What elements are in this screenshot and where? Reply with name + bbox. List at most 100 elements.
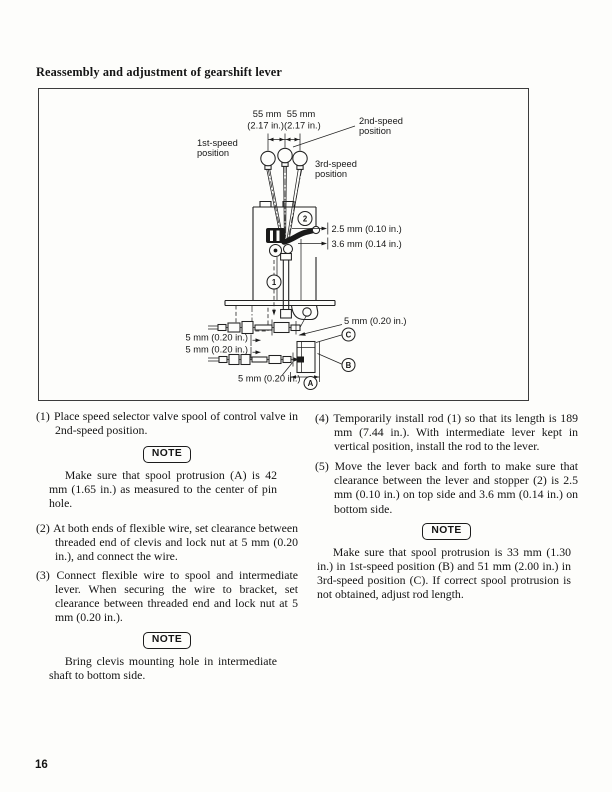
knob-2nd [277, 147, 293, 164]
wire-segment [268, 354, 282, 365]
pivot-slot [276, 230, 280, 241]
valve-housing [252, 200, 321, 301]
dim-5-left1-label: 5 mm (0.20 in.) [185, 333, 248, 343]
callout-c-pointer [315, 334, 342, 343]
gearshift-diagram: 55 mm 55 mm (2.17 in.)(2.17 in.) 1st-spe… [185, 109, 407, 391]
wire-segment [227, 322, 241, 333]
pivot-slot [270, 230, 273, 241]
note-3-text: Make sure that spool protrusion is 33 mm… [317, 544, 571, 602]
callout-1-number: 1 [272, 278, 277, 287]
callout-b-letter: B [346, 361, 352, 370]
dim-arrow [286, 137, 291, 142]
callout-2-badge [297, 210, 313, 227]
wire-segment [218, 355, 228, 364]
shaft-1st [266, 169, 284, 239]
first-speed-label: 1st-speed [197, 138, 238, 148]
dim-36-line [298, 237, 329, 250]
note-1-text: Make sure that spool protrusion (A) is 4… [49, 468, 277, 511]
gearshift-figure: 55 mm 55 mm (2.17 in.)(2.17 in.) 1st-spe… [38, 88, 529, 401]
dim-5-left2-arrow [255, 350, 261, 355]
spool-arrow [293, 357, 299, 362]
step-3-number: (3) [36, 567, 50, 582]
note-3-badge: NOTE [422, 522, 471, 540]
wire-clevis [282, 355, 292, 364]
step-4: (4) Temporarily install rod (1) so that … [315, 411, 578, 453]
clearance-dimensions: 2.5 mm (0.10 in.) 3.6 mm (0.14 in.) [292, 222, 402, 250]
clearance-labels: 5 mm (0.20 in.) 5 mm (0.20 in.) 5 mm (0.… [185, 316, 406, 384]
step-1: (1) Place speed selector valve spool of … [36, 409, 298, 437]
note-1-label: NOTE [151, 448, 183, 460]
step-1-number: (1) [36, 409, 50, 423]
arm-pin [311, 225, 321, 235]
page-title: Reassembly and adjustment of gearshift l… [36, 65, 283, 79]
rod-upper-joint [282, 243, 294, 255]
housing-outline [252, 206, 317, 301]
spool-ring-center [273, 248, 278, 253]
callout-1-arrow [272, 309, 276, 316]
wire-thread [254, 324, 273, 331]
note-2-text: Bring clevis mounting hole in intermedia… [49, 654, 277, 683]
dim-25-line [292, 222, 329, 235]
clearance-ticks [271, 319, 297, 336]
gearshift-levers [260, 147, 308, 240]
left-column: (1) Place speed selector valve spool of … [36, 409, 298, 683]
housing-tabs [259, 200, 295, 207]
wire-nut [241, 320, 254, 335]
callout-b-pointer [317, 353, 342, 365]
dim-5-top-label: 5 mm (0.20 in.) [344, 316, 407, 326]
dim-5-left1-arrow [255, 338, 261, 343]
step-1-text: Place speed selector valve spool of cont… [54, 409, 298, 438]
clevis-link [299, 315, 307, 328]
rod-clevis-bottom [280, 308, 292, 319]
extension-lines [267, 145, 301, 151]
shaft-centerlines [267, 166, 303, 240]
callout-b-badge [341, 357, 356, 373]
base-lines [224, 299, 336, 307]
dim-5-bottom-pointer [281, 362, 293, 376]
note-2-badge: NOTE [142, 632, 192, 650]
wire-nut [240, 353, 251, 366]
dim-arrow [269, 137, 274, 142]
callout-1-badge [266, 274, 282, 290]
dim-5-left2-label: 5 mm (0.20 in.) [185, 345, 248, 355]
second-speed-pointer [292, 125, 356, 148]
dim-5-bottom-label: 5 mm (0.20 in.) [238, 374, 301, 384]
wire-segment [273, 321, 290, 334]
top-dimension: 55 mm 55 mm (2.17 in.)(2.17 in.) [247, 109, 321, 151]
step-4-number: (4) [315, 411, 329, 425]
spool-bracket [290, 340, 320, 382]
protrusion-arrow [290, 375, 296, 379]
note-3-label: NOTE [431, 524, 462, 536]
rod-assembly: 1 [266, 252, 292, 319]
callout-a-letter: A [308, 379, 314, 388]
wire-clevis [290, 324, 301, 332]
callout-2-number: 2 [303, 215, 308, 224]
page-number: 16 [35, 759, 48, 771]
step-5: (5) Move the lever back and forth to mak… [315, 459, 578, 515]
shaft-2nd [283, 166, 287, 239]
letter-callouts: C B A [303, 327, 356, 391]
first-speed-label2: position [197, 148, 229, 158]
wire-nut [228, 353, 240, 366]
step-2: (2) At both ends of flexible wire, set c… [36, 521, 298, 563]
wire-thread [251, 356, 268, 363]
dim-36-arrow [321, 241, 327, 246]
callout-2: 2 [297, 210, 313, 227]
dim-55-left-label: 55 mm [253, 109, 282, 119]
step-2-number: (2) [36, 520, 50, 535]
second-speed-label2: position [359, 126, 391, 136]
step-3-text: Connect flexible wire to spool and inter… [55, 567, 298, 625]
dim-arrow [294, 137, 299, 142]
rod-clevis-top [280, 252, 292, 261]
right-column: (4) Temporarily install rod (1) so that … [315, 411, 578, 601]
step-4-text: Temporarily install rod (1) so that its … [333, 411, 578, 454]
spool-end [297, 356, 304, 363]
wire-segment [217, 323, 227, 332]
note-2-label: NOTE [151, 634, 183, 646]
upper-flexible-wire [208, 315, 307, 336]
dim-5-top-arrow [298, 332, 306, 336]
dim-arrow [279, 137, 284, 142]
dim-36-label: 3.6 mm (0.14 in.) [332, 239, 402, 249]
rod-lines [282, 257, 290, 311]
